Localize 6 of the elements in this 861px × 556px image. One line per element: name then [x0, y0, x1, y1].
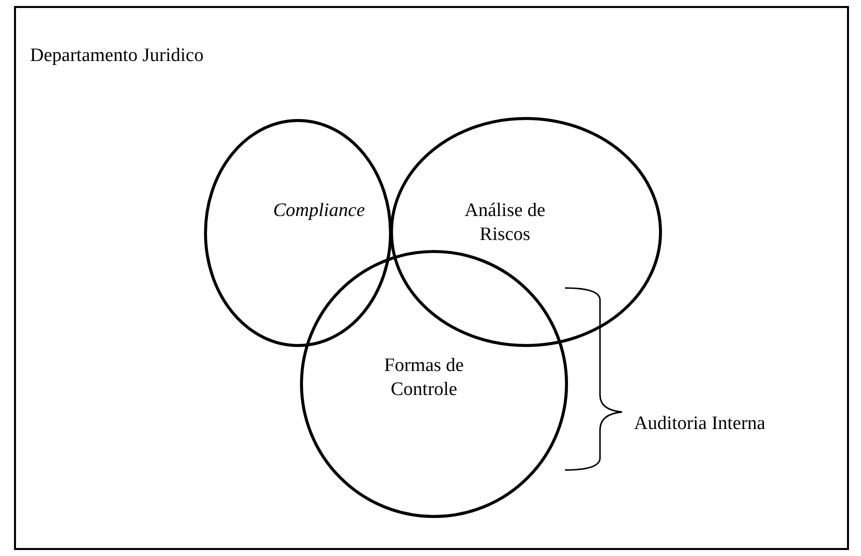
department-frame — [14, 6, 849, 550]
circle-label: Formas de Controle — [383, 354, 465, 402]
area-title: Departamento Juridico — [30, 44, 205, 68]
bracket-label: Auditoria Interna — [634, 412, 766, 436]
circle-label: Análise de Riscos — [464, 199, 546, 247]
circle-label: Compliance — [272, 199, 366, 223]
